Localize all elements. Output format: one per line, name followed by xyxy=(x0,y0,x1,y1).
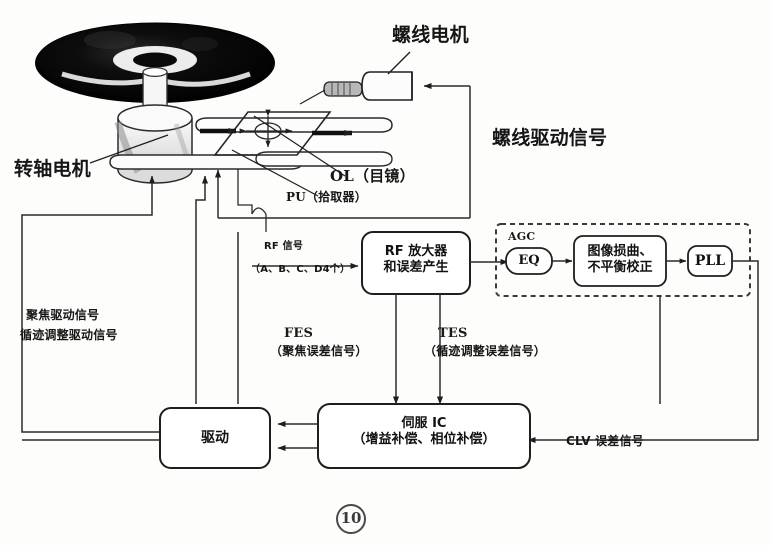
block-servo-ic xyxy=(317,403,531,469)
figure-number: 10 xyxy=(336,504,366,534)
wire-driver-to-pickup xyxy=(195,175,239,404)
block-rf-amp xyxy=(361,231,471,295)
label-objective-lens: OL（目镜） xyxy=(330,167,415,185)
leader-spindle-motor xyxy=(89,134,169,164)
block-servo-ic-line1: 伺服 IC xyxy=(401,416,447,431)
label-clv-error-signal: CLV 误差信号 xyxy=(566,434,644,448)
label-focus-drive-signal: 聚焦驱动信号 xyxy=(26,308,100,322)
label-fes-desc: （聚焦误差信号） xyxy=(270,344,368,358)
wire-sled-drive xyxy=(214,82,471,219)
label-sled-motor: 螺线电机 xyxy=(392,24,469,46)
label-pickup-unit: PU（拾取器） xyxy=(286,190,367,204)
block-correction-text: 图像损曲、 不平衡校正 xyxy=(574,244,666,277)
wire-fes-tes xyxy=(392,294,444,405)
block-driver xyxy=(159,407,271,469)
sled-motor-group xyxy=(299,51,413,105)
wire-clv-error xyxy=(527,260,759,444)
label-tes-code: TES xyxy=(438,326,468,341)
label-spindle-motor: 转轴电机 xyxy=(14,158,91,180)
label-sled-drive-signal: 螺线驱动信号 xyxy=(492,127,608,149)
block-correction-line2: 不平衡校正 xyxy=(587,260,653,276)
block-rf-amp-text: RF 放大器 和误差产生 xyxy=(362,244,470,277)
pickup-sled-group xyxy=(109,109,393,232)
block-pll-label: PLL xyxy=(694,253,726,269)
label-tes-desc: （循迹调整误差信号） xyxy=(424,344,547,358)
label-tracking-drive-signal: 循迹调整驱动信号 xyxy=(20,328,118,342)
dsp-group-dashed-box xyxy=(495,223,751,297)
wire-focus-tracking-drive xyxy=(21,175,160,433)
block-agc-tag: AGC xyxy=(508,230,536,243)
label-rf-signal-sub: （A、B、C、D4个） xyxy=(250,264,351,275)
block-eq-label: EQ xyxy=(518,253,540,268)
label-rf-signal: RF 信号 xyxy=(264,241,304,252)
block-rf-amp-line1: RF 放大器 xyxy=(384,244,448,259)
label-fes-code: FES xyxy=(284,326,314,341)
spindle-motor-group xyxy=(114,66,193,184)
block-servo-ic-line2: （增益补偿、相位补偿） xyxy=(352,432,496,448)
optical-disc-group xyxy=(35,22,275,103)
block-rf-amp-line2: 和误差产生 xyxy=(383,260,449,276)
block-driver-label: 驱动 xyxy=(201,430,229,446)
block-correction-line1: 图像损曲、 xyxy=(587,244,653,259)
block-servo-ic-text: 伺服 IC （增益补偿、相位补偿） xyxy=(318,416,530,449)
wire-servo-to-driver xyxy=(277,420,318,452)
